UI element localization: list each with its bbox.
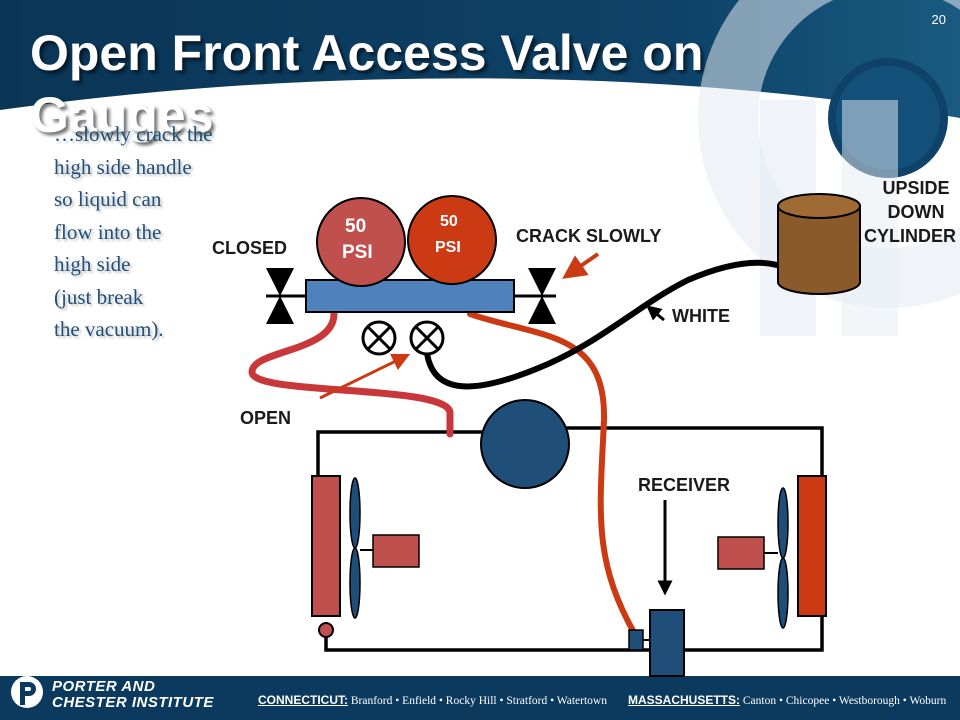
evaporator-coil: [311, 475, 341, 617]
condenser-coil: [797, 475, 827, 617]
body-line: flow into the: [54, 219, 162, 244]
gauge-value: 50: [440, 213, 458, 230]
logo-line-2: CHESTER INSTITUTE: [52, 694, 214, 711]
body-text: …slowly crack the high side handle so li…: [54, 118, 264, 346]
label-open: OPEN: [240, 408, 291, 428]
low-pressure-gauge: 50 PSI: [316, 197, 406, 287]
compressor: [480, 399, 570, 489]
receiver-valve: [628, 629, 644, 651]
slide-title: Open Front Access Valve on Gauges: [30, 25, 704, 143]
footer-connecticut: CONNECTICUT: Branford • Enfield • Rocky …: [258, 693, 607, 707]
label-crack-slowly: CRACK SLOWLY: [516, 226, 661, 246]
charging-hose: [423, 259, 789, 390]
fan-icon: [777, 487, 789, 629]
handwheel-icon: [361, 320, 397, 356]
decorative-rings: [698, 0, 960, 336]
refrigerant-cylinder: [777, 193, 861, 295]
footer-band: [0, 676, 960, 720]
crack-arrow-icon: [562, 252, 600, 279]
gauge-manifold: [305, 279, 515, 313]
fan-motor: [717, 536, 765, 570]
high-side-hose: [467, 311, 639, 639]
gauge-unit: PSI: [435, 239, 461, 256]
system-piping: [316, 426, 824, 652]
slide-number: 20: [931, 12, 946, 27]
open-arrow-icon: [319, 353, 411, 400]
fan-icon: [349, 477, 361, 619]
white-arrow-icon: [646, 305, 665, 322]
footer-massachusetts: MASSACHUSETTS: Canton • Chicopee • Westb…: [628, 693, 946, 707]
sensing-bulb: [318, 622, 334, 638]
crack-valve-icon: [514, 268, 556, 324]
footer-towns: Canton • Chicopee • Westborough • Woburn: [742, 695, 947, 707]
label-cylinder-line: CYLINDER: [864, 226, 956, 246]
footer-towns: Branford • Enfield • Rocky Hill • Stratf…: [350, 695, 607, 707]
label-white: WHITE: [672, 306, 730, 326]
body-line: high side: [54, 252, 131, 276]
label-cylinder-line: DOWN: [888, 202, 945, 222]
high-pressure-gauge: 50 PSI: [407, 195, 497, 285]
gauge-value: 50: [345, 216, 366, 237]
footer-state: CONNECTICUT:: [258, 693, 348, 707]
logo-line-1: PORTER AND: [52, 678, 156, 695]
body-line: …slowly crack the: [54, 122, 213, 146]
gauge-unit: PSI: [342, 242, 373, 263]
body-line: high side handle: [54, 154, 192, 179]
handwheel-icon: [409, 320, 445, 356]
label-receiver: RECEIVER: [638, 475, 730, 495]
closed-valve-icon: [266, 268, 306, 324]
label-cylinder-line: UPSIDE: [882, 178, 949, 198]
body-line: the vacuum).: [54, 317, 164, 341]
body-line: (just break: [54, 284, 144, 309]
label-closed: CLOSED: [212, 238, 287, 258]
fan-motor: [372, 534, 420, 568]
receiver-tank: [649, 609, 685, 677]
low-side-hose: [248, 310, 454, 438]
body-line: so liquid can: [54, 187, 162, 211]
footer-state: MASSACHUSETTS:: [628, 693, 741, 707]
porter-chester-logo-icon: [11, 676, 43, 708]
